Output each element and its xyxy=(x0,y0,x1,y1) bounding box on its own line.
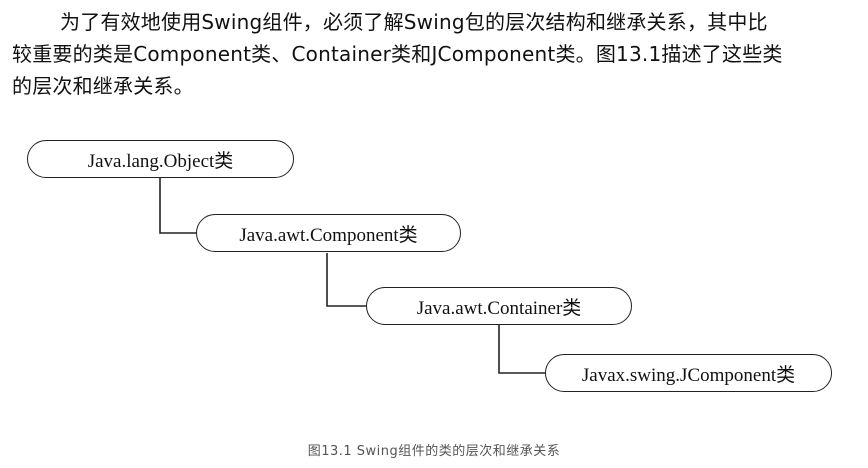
connector-object-to-component xyxy=(159,178,197,234)
node-javax-swing-jcomponent: Javax.swing.JComponent类 xyxy=(545,354,832,392)
node-java-awt-component: Java.awt.Component类 xyxy=(196,214,461,252)
connector-component-to-container xyxy=(326,253,367,307)
node-java-lang-object: Java.lang.Object类 xyxy=(27,140,294,178)
figure-caption: 图13.1 Swing组件的类的层次和继承关系 xyxy=(307,444,561,459)
node-java-awt-container: Java.awt.Container类 xyxy=(366,287,632,325)
paragraph-line-1: 为了有效地使用Swing组件，必须了解Swing包的层次结构和继承关系，其中比 xyxy=(60,10,768,34)
paragraph-line-3: 的层次和继承关系。 xyxy=(12,74,194,98)
connector-container-to-jcomponent xyxy=(498,325,546,374)
paragraph-line-2: 较重要的类是Component类、Container类和JComponent类。… xyxy=(12,42,783,66)
body-paragraph: 为了有效地使用Swing组件，必须了解Swing包的层次结构和继承关系，其中比 … xyxy=(12,6,858,102)
